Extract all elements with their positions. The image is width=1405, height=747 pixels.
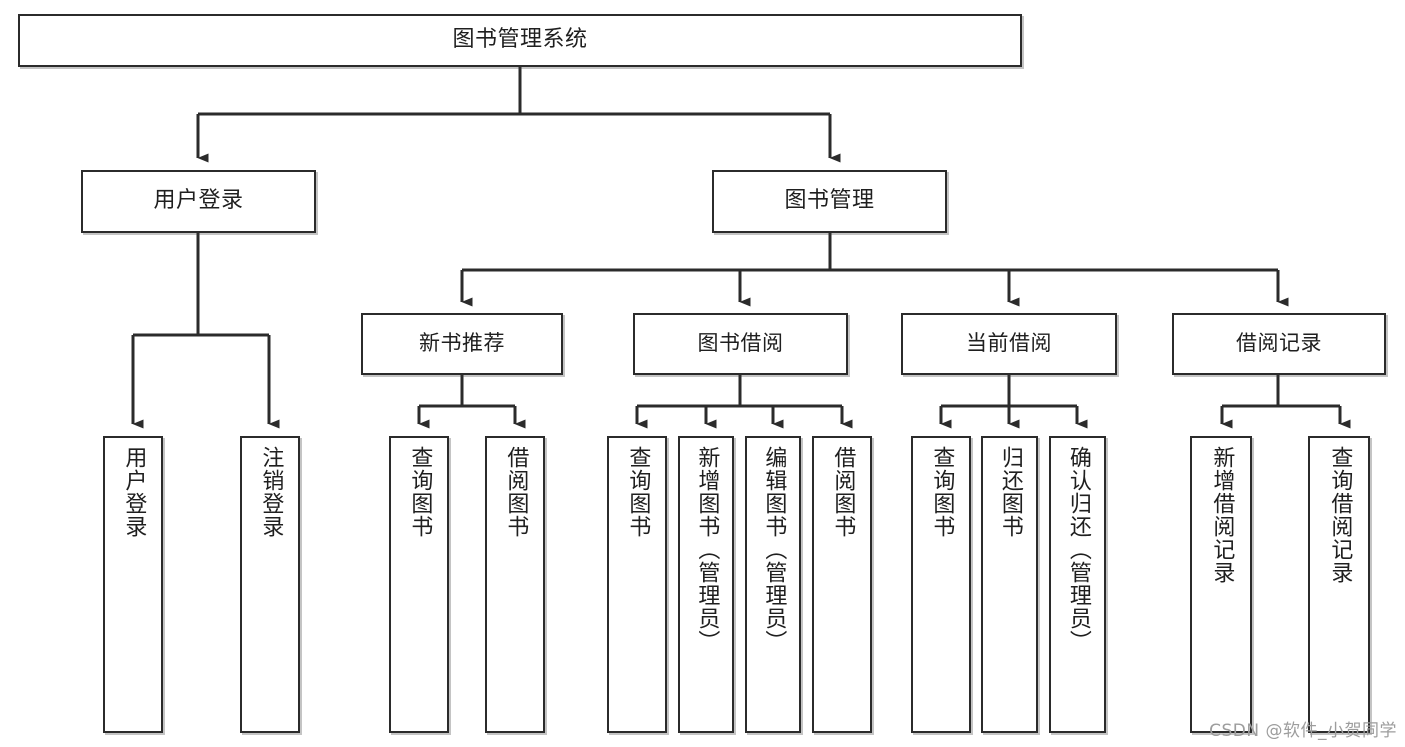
leaf-current-borrow-confirm-label: 确认归还（管理员） <box>1065 446 1091 653</box>
node-user-login[interactable]: 用户登录 <box>81 170 316 233</box>
leaf-borrow-record-add[interactable]: 新增借阅记录 <box>1190 436 1252 733</box>
node-current-borrow[interactable]: 当前借阅 <box>901 313 1117 375</box>
leaf-user-login-login[interactable]: 用户登录 <box>103 436 163 733</box>
node-root-label: 图书管理系统 <box>452 27 588 53</box>
node-book-borrow-label: 图书借阅 <box>697 331 784 356</box>
leaf-new-book-borrow[interactable]: 借阅图书 <box>485 436 545 733</box>
leaf-user-login-login-label: 用户登录 <box>121 446 147 538</box>
leaf-book-borrow-add[interactable]: 新增图书（管理员） <box>678 436 734 733</box>
leaf-user-login-logout-label: 注销登录 <box>258 446 284 538</box>
node-book-borrow[interactable]: 图书借阅 <box>633 313 848 375</box>
leaf-new-book-borrow-label: 借阅图书 <box>503 446 529 538</box>
leaf-current-borrow-confirm[interactable]: 确认归还（管理员） <box>1049 436 1106 733</box>
node-new-book-recommend-label: 新书推荐 <box>419 331 505 356</box>
node-new-book-recommend[interactable]: 新书推荐 <box>361 313 563 375</box>
leaf-current-borrow-return[interactable]: 归还图书 <box>981 436 1038 733</box>
node-root[interactable]: 图书管理系统 <box>18 14 1022 67</box>
node-borrow-record[interactable]: 借阅记录 <box>1172 313 1386 375</box>
node-user-login-label: 用户登录 <box>153 188 244 214</box>
leaf-book-borrow-add-label: 新增图书（管理员） <box>694 446 720 653</box>
leaf-borrow-record-add-label: 新增借阅记录 <box>1209 446 1235 584</box>
leaf-book-borrow-borrow[interactable]: 借阅图书 <box>812 436 872 733</box>
watermark: CSDN @软件_小贺同学 <box>1209 721 1397 741</box>
leaf-new-book-query[interactable]: 查询图书 <box>389 436 449 733</box>
leaf-current-borrow-query-label: 查询图书 <box>929 446 955 538</box>
leaf-new-book-query-label: 查询图书 <box>407 446 433 538</box>
leaf-borrow-record-query[interactable]: 查询借阅记录 <box>1308 436 1370 733</box>
leaf-book-borrow-query[interactable]: 查询图书 <box>607 436 667 733</box>
node-current-borrow-label: 当前借阅 <box>966 331 1052 356</box>
leaf-book-borrow-borrow-label: 借阅图书 <box>830 446 856 538</box>
leaf-user-login-logout[interactable]: 注销登录 <box>240 436 300 733</box>
leaf-borrow-record-query-label: 查询借阅记录 <box>1327 446 1353 584</box>
leaf-current-borrow-return-label: 归还图书 <box>997 446 1023 538</box>
leaf-book-borrow-query-label: 查询图书 <box>625 446 651 538</box>
leaf-current-borrow-query[interactable]: 查询图书 <box>911 436 971 733</box>
node-borrow-record-label: 借阅记录 <box>1236 331 1322 356</box>
node-book-manage-label: 图书管理 <box>784 188 875 214</box>
leaf-book-borrow-edit-label: 编辑图书（管理员） <box>761 446 787 653</box>
leaf-book-borrow-edit[interactable]: 编辑图书（管理员） <box>745 436 801 733</box>
node-book-manage[interactable]: 图书管理 <box>712 170 947 233</box>
